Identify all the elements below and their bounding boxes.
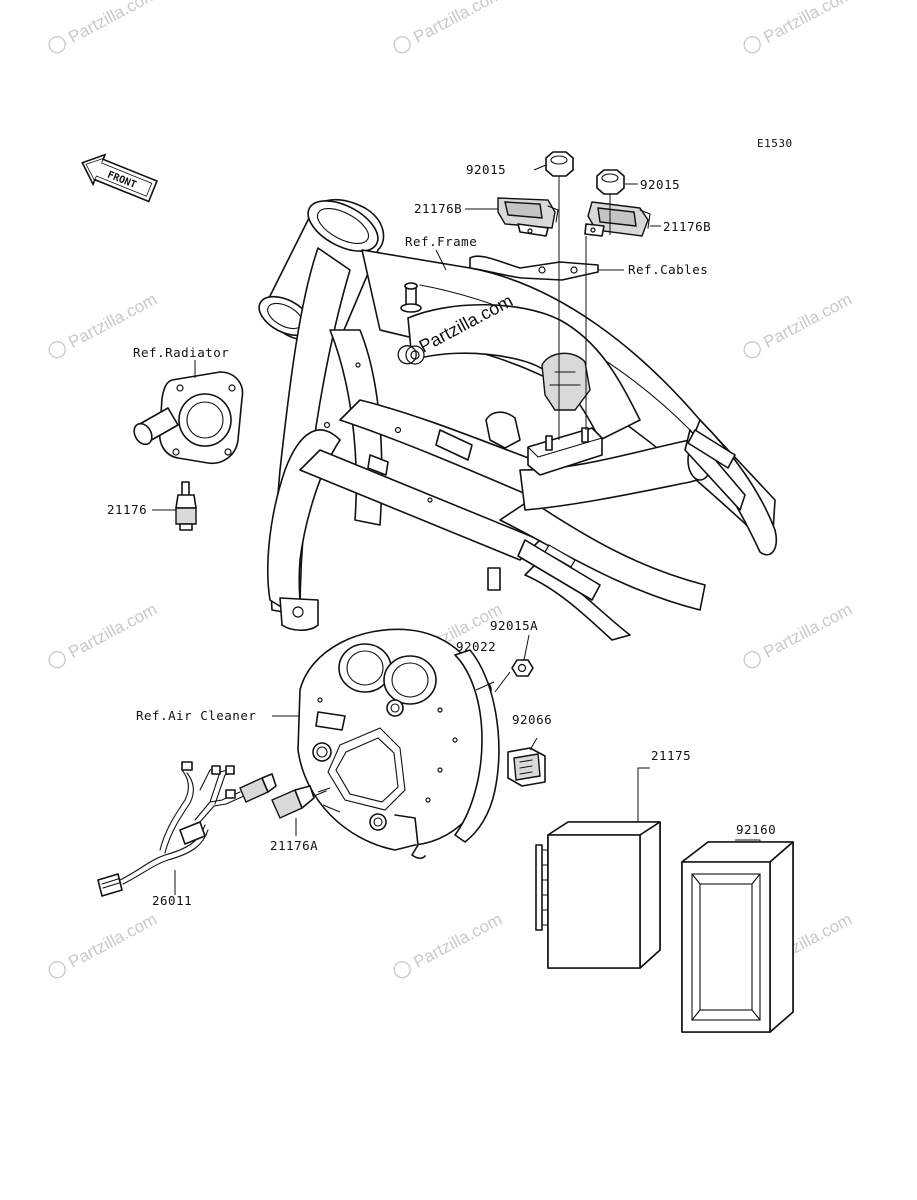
watermark: Partzilla.com: [48, 909, 160, 979]
svg-text:Partzilla.com: Partzilla.com: [760, 0, 855, 47]
ecu-cover-92160: [681, 841, 794, 1033]
watermark: Partzilla.com: [743, 599, 855, 669]
nut-92015a: [511, 659, 534, 677]
label-ref-air-cleaner: Ref.Air Cleaner: [136, 708, 256, 723]
label-nut-92015-right: 92015: [640, 177, 680, 192]
radiator-fitting: [133, 371, 244, 465]
svg-text:Partzilla.com: Partzilla.com: [410, 0, 505, 47]
watermark: Partzilla.com: [48, 599, 160, 669]
label-air-temp-sensor: 21176A: [270, 838, 318, 853]
watermark: Partzilla.com: [743, 289, 855, 359]
diagram-code: E1530: [757, 137, 793, 150]
label-nut-92015-left: 92015: [466, 162, 506, 177]
leader-lines: [152, 164, 761, 895]
svg-text:Partzilla.com: Partzilla.com: [65, 599, 160, 661]
connector-92066: [507, 747, 546, 787]
label-sensor-21176b-left: 21176B: [414, 201, 462, 216]
label-connector-92066: 92066: [512, 712, 552, 727]
label-ecu-21175: 21175: [651, 748, 691, 763]
label-ecu-cover-92160: 92160: [736, 822, 776, 837]
nut-92015-right: [596, 169, 625, 195]
label-ref-frame: Ref.Frame: [405, 234, 477, 249]
ecu-21175: [535, 821, 661, 969]
label-sensor-21176b-right: 21176B: [663, 219, 711, 234]
label-water-temp-sensor: 21176: [107, 502, 147, 517]
svg-text:Partzilla.com: Partzilla.com: [65, 909, 160, 971]
water-temp-sensor-21176: [175, 481, 197, 531]
sensor-21176b-left: [497, 197, 559, 237]
watermark: Partzilla.com: [743, 0, 855, 54]
label-ref-radiator: Ref.Radiator: [133, 345, 229, 360]
label-nut-92015a: 92015A: [490, 618, 538, 633]
watermark: Partzilla.com: [393, 0, 505, 54]
air-cleaner-base: [297, 628, 500, 860]
harness-26011: [97, 761, 277, 897]
svg-text:Partzilla.com: Partzilla.com: [760, 289, 855, 351]
air-temp-sensor-21176a: [271, 785, 327, 819]
front-arrow-icon: FRONT: [81, 153, 158, 203]
svg-text:Partzilla.com: Partzilla.com: [65, 0, 160, 47]
label-ref-cables: Ref.Cables: [628, 262, 708, 277]
watermark: Partzilla.com: [393, 909, 505, 979]
svg-text:Partzilla.com: Partzilla.com: [410, 909, 505, 971]
callout-labels: 92015 92015 21176B 21176B Ref.Frame Ref.…: [107, 162, 776, 908]
watermark: Partzilla.com: [48, 0, 160, 54]
label-washer-92022: 92022: [456, 639, 496, 654]
svg-text:Partzilla.com: Partzilla.com: [760, 599, 855, 661]
frame-assembly: [258, 198, 778, 641]
label-harness-26011: 26011: [152, 893, 192, 908]
nut-92015-left: [545, 151, 574, 177]
sensor-21176b-right: [584, 201, 651, 237]
svg-text:Partzilla.com: Partzilla.com: [65, 289, 160, 351]
